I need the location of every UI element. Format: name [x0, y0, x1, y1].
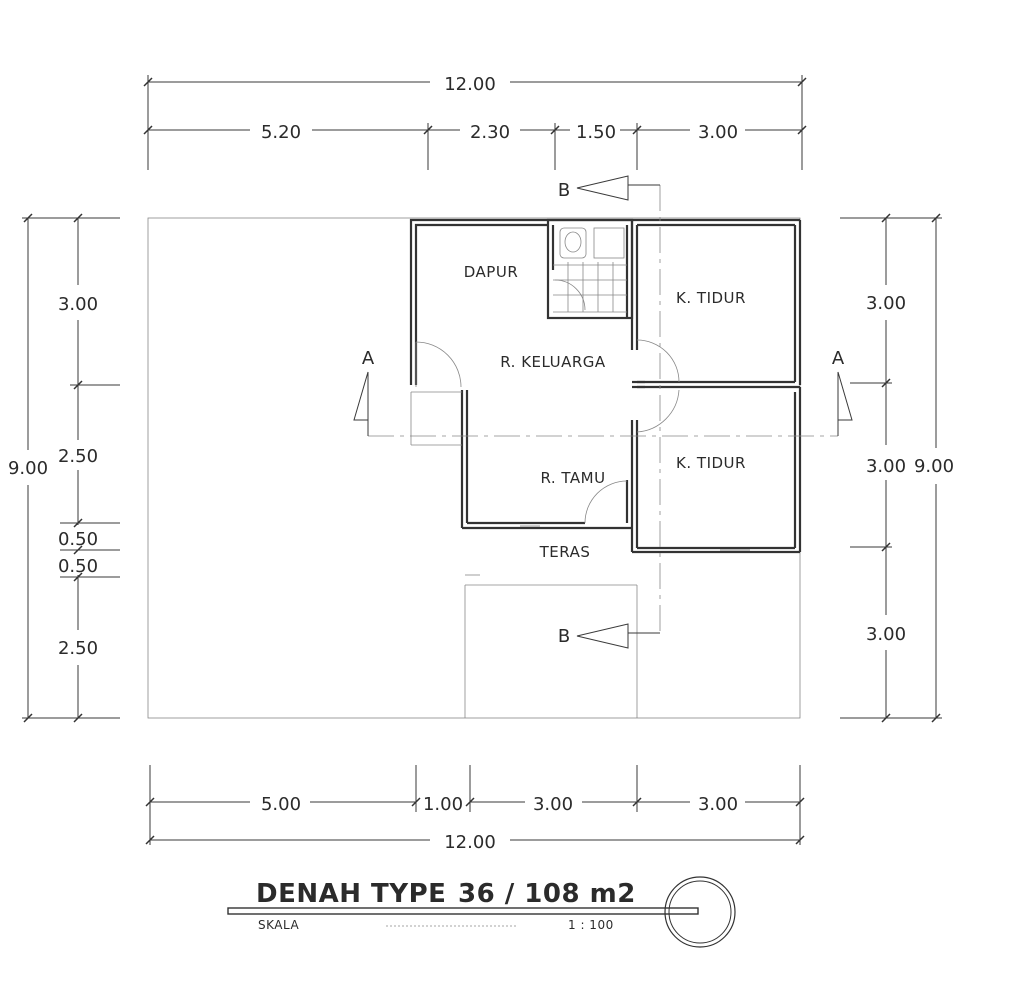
title-block: DENAH TYPE 36 / 108 m2 SKALA 1 : 100 — [227, 876, 736, 948]
right-dimensions: 3.00 3.00 3.00 9.00 — [840, 213, 954, 723]
section-mark-b-top: B — [558, 180, 570, 201]
left-segment-label: 2.50 — [58, 638, 98, 659]
left-dimensions: 9.00 3.00 2.50 0.50 0.50 2.50 — [8, 213, 120, 723]
room-label-dapur: DAPUR — [464, 263, 519, 281]
top-segment-label: 2.30 — [470, 122, 510, 143]
scale-value: 1 : 100 — [568, 918, 614, 932]
left-segment-label: 0.50 — [58, 529, 98, 550]
doors — [415, 279, 680, 524]
north-symbol-outer — [664, 876, 736, 948]
room-label-teras: TERAS — [539, 543, 591, 561]
right-segment-label: 3.00 — [866, 456, 906, 477]
section-mark-a-right: A — [832, 348, 845, 369]
top-segment-label: 5.20 — [261, 122, 301, 143]
left-segment-label: 3.00 — [58, 294, 98, 315]
right-total-label: 9.00 — [914, 456, 954, 477]
left-total-label: 9.00 — [8, 458, 48, 479]
top-total-label: 12.00 — [444, 74, 496, 95]
section-mark-b-bottom: B — [558, 626, 570, 647]
section-mark-a-left: A — [362, 348, 375, 369]
left-segment-label: 2.50 — [58, 446, 98, 467]
north-symbol-inner — [668, 880, 732, 944]
top-segment-label: 3.00 — [698, 122, 738, 143]
bottom-segment-label: 3.00 — [698, 794, 738, 815]
room-label-tidur-1: K. TIDUR — [676, 289, 746, 307]
bottom-total-label: 12.00 — [444, 832, 496, 853]
bottom-segment-label: 3.00 — [533, 794, 573, 815]
section-lines — [353, 175, 853, 649]
room-label-tidur-2: K. TIDUR — [676, 454, 746, 472]
walls — [409, 218, 802, 554]
bath-tub-icon — [593, 227, 625, 259]
room-label-tamu: R. TAMU — [540, 469, 605, 487]
scale-label: SKALA — [258, 918, 299, 932]
drawing-title: DENAH TYPE — [256, 879, 446, 909]
top-dimensions: 12.00 5.20 2.30 1.50 3.00 — [143, 74, 807, 170]
toilet-icon — [559, 227, 587, 259]
top-segment-label: 1.50 — [576, 122, 616, 143]
bathroom-fixtures — [553, 227, 627, 312]
room-label-keluarga: R. KELUARGA — [500, 353, 606, 371]
left-segment-label: 0.50 — [58, 556, 98, 577]
title-underline — [227, 907, 699, 915]
right-segment-label: 3.00 — [866, 293, 906, 314]
drawing-title-text: DENAH TYPE — [256, 879, 446, 909]
bottom-dimensions: 5.00 1.00 3.00 3.00 12.00 — [145, 765, 805, 853]
right-segment-label: 3.00 — [866, 624, 906, 645]
bottom-segment-label: 5.00 — [261, 794, 301, 815]
drawing-type-value: 36 / 108 m2 — [458, 879, 636, 909]
bottom-segment-label: 1.00 — [423, 794, 463, 815]
